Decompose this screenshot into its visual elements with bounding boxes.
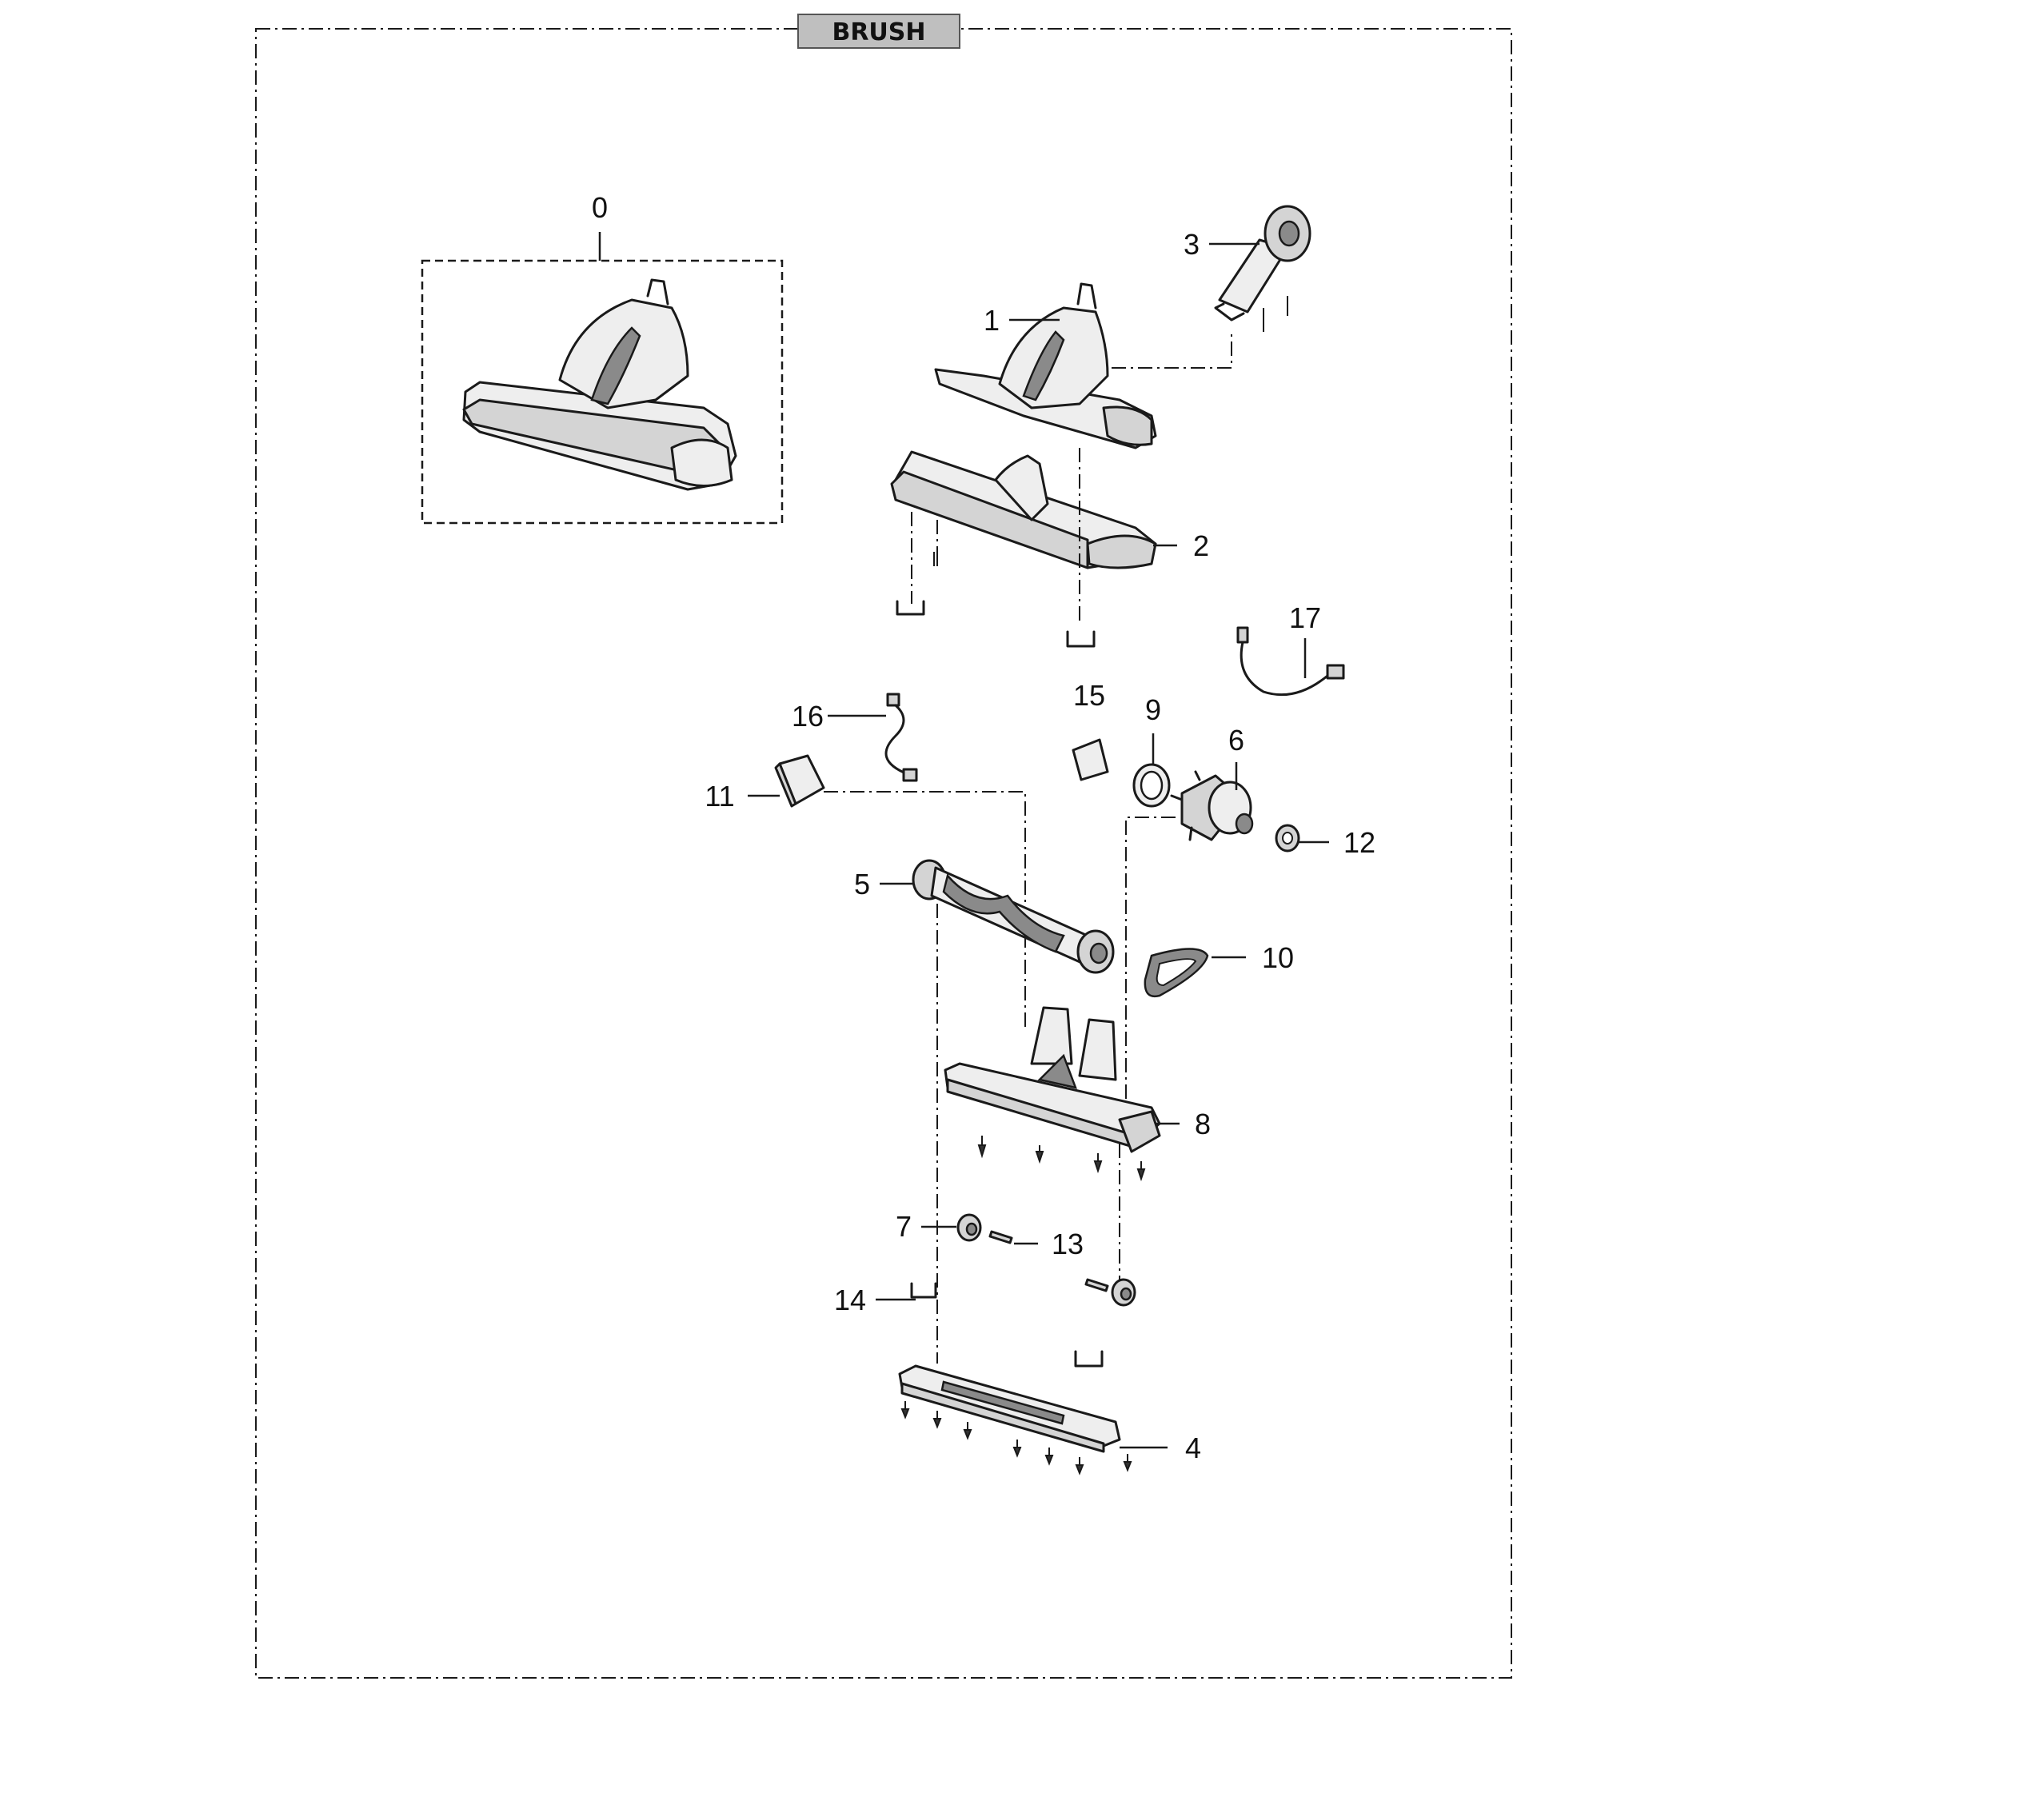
callout-4: 4 — [1185, 1432, 1201, 1464]
part-3-neck-joint — [1214, 205, 1311, 332]
part-1-upper-housing — [934, 282, 1157, 449]
part-11-pcb-module — [774, 754, 825, 808]
callout-17: 17 — [1289, 601, 1321, 634]
part-17-wire-harness — [1236, 626, 1345, 697]
callout-2: 2 — [1193, 529, 1209, 562]
part-6-motor — [1170, 770, 1254, 841]
callout-0: 0 — [592, 191, 608, 224]
callout-15: 15 — [1073, 679, 1105, 712]
callout-5: 5 — [854, 868, 870, 900]
diagram-frame — [255, 28, 1512, 1679]
part-15-label-sticker — [1072, 738, 1109, 781]
part-8-brush-frame — [944, 1006, 1161, 1153]
callout-16: 16 — [792, 700, 824, 733]
part-14-clip — [910, 1282, 1104, 1368]
callout-11: 11 — [705, 780, 734, 813]
callout-labels: 0 1 2 3 4 5 6 7 8 9 10 11 12 13 14 15 16… — [592, 191, 1375, 1464]
diagram-title: BRUSH — [832, 18, 925, 46]
assembly-box — [421, 259, 784, 525]
callout-7: 7 — [896, 1210, 912, 1243]
callout-3: 3 — [1184, 228, 1200, 261]
callout-14: 14 — [834, 1284, 866, 1316]
callout-10: 10 — [1262, 941, 1294, 974]
part-5-brush-roll — [912, 859, 1115, 974]
callout-8: 8 — [1195, 1108, 1211, 1140]
part-7-wheel — [956, 1213, 1136, 1307]
screw-set-plate — [900, 1401, 1132, 1476]
callout-9: 9 — [1145, 693, 1161, 726]
callout-6: 6 — [1228, 724, 1244, 757]
part-10-drive-belt — [1144, 948, 1209, 998]
leader-lines — [748, 242, 1329, 1449]
screw-set-frame — [977, 1136, 1146, 1182]
part-0-complete-brush-assembly — [462, 278, 737, 491]
part-13-axle-pin — [988, 1230, 1109, 1292]
callout-12: 12 — [1343, 826, 1375, 859]
part-2-lower-body — [890, 450, 1157, 569]
part-12-washer — [1275, 824, 1300, 853]
title-badge: BRUSH — [797, 14, 960, 49]
callout-13: 13 — [1052, 1228, 1084, 1260]
part-16-wire-harness — [884, 693, 918, 782]
part-4-bottom-plate — [898, 1364, 1121, 1453]
callout-1: 1 — [984, 304, 1000, 337]
part-9-bearing-ring — [1132, 763, 1171, 808]
